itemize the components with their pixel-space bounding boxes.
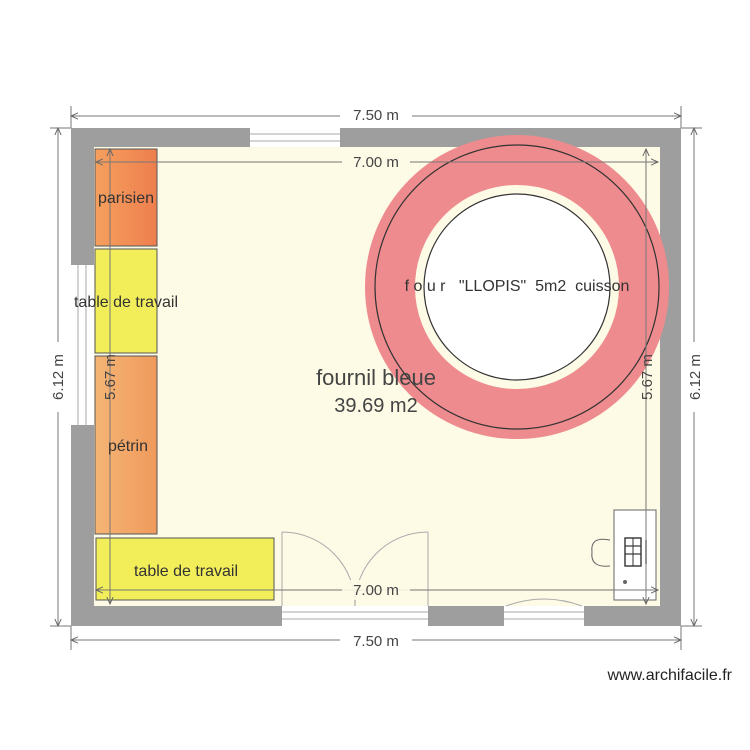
- label-table-bottom: table de travail: [134, 563, 238, 580]
- window-bottom-right: [504, 598, 584, 626]
- dim-inner-bottom: 7.00 m: [353, 582, 399, 599]
- label-oven: f o u r "LLOPIS" 5m2 cuisson: [405, 278, 630, 295]
- label-table-left: table de travail: [74, 294, 178, 311]
- label-petrin: pétrin: [108, 438, 148, 455]
- room-area: 39.69 m2: [334, 395, 417, 417]
- oven-ring-outline-inner: [423, 193, 611, 381]
- credit-link[interactable]: www.archifacile.fr: [607, 667, 733, 684]
- dim-inner-right: 5.67 m: [639, 354, 656, 400]
- dim-outer-bottom: 7.50 m: [353, 633, 399, 650]
- dim-outer-left: 6.12 m: [50, 354, 67, 400]
- dim-outer-right: 6.12 m: [687, 354, 704, 400]
- door-opening-bottom: [282, 606, 428, 626]
- dim-inner-left: 5.67 m: [102, 354, 119, 400]
- window-top: [250, 128, 340, 147]
- room-name: fournil bleue: [316, 365, 436, 390]
- label-parisien: parisien: [98, 190, 154, 207]
- dim-inner-top: 7.00 m: [353, 154, 399, 171]
- table-left-block: [94, 248, 158, 354]
- dim-outer-top: 7.50 m: [353, 107, 399, 124]
- oven-ring-outline-outer: [374, 144, 660, 430]
- petrin-block: [94, 355, 158, 535]
- window-left: [71, 265, 94, 425]
